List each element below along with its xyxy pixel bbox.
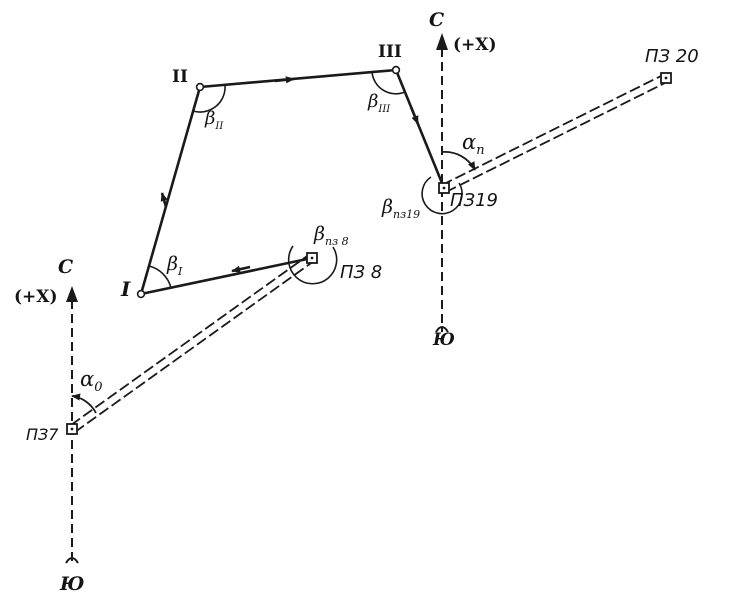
station-pz19-label: ПЗ19	[450, 190, 498, 211]
arrow-icon	[409, 106, 420, 125]
angle-alpha-n-label: αп	[462, 130, 485, 158]
vertex-3-label: III	[378, 42, 402, 62]
south-mark-icon	[435, 326, 449, 333]
leg-pz8-1	[140, 256, 313, 296]
arrow-icon	[231, 265, 251, 273]
angle-beta-3-label: βIII	[367, 91, 391, 115]
angle-beta-1-label: βI	[166, 253, 183, 278]
station-pz8-marker	[306, 252, 318, 264]
arc-beta-1	[148, 265, 172, 289]
angle-beta-2-label: βII	[204, 108, 224, 132]
north-label-left: С	[58, 256, 73, 278]
vertex-2-marker	[195, 82, 205, 92]
station-pz7-marker	[66, 423, 78, 435]
leg-3-pz19	[394, 69, 446, 189]
vertex-1-marker	[136, 289, 146, 299]
station-pz8-label: ПЗ 8	[340, 262, 382, 283]
north-arrow-icon	[66, 286, 78, 302]
arc-alpha0	[71, 393, 97, 414]
leg-1-2	[139, 86, 202, 295]
arc-beta-3	[371, 71, 406, 95]
vertex-1-label: I	[120, 277, 131, 301]
angle-beta-pz19-label: βпз19	[381, 196, 420, 221]
station-pz19-marker	[438, 182, 450, 194]
arc-beta-pz8	[287, 245, 338, 285]
station-markers	[66, 65, 672, 435]
arrow-icon	[274, 76, 295, 84]
direction-arrows	[160, 76, 420, 273]
angle-alpha0-label: α0	[80, 367, 102, 395]
vertex-2-label: II	[172, 67, 188, 87]
angle-beta-pz8-label: βпз 8	[313, 223, 349, 248]
arc-alpha-n	[441, 151, 476, 171]
base-side-pz19-pz20	[441, 73, 668, 193]
arc-beta-2	[192, 84, 226, 113]
station-pz20-marker	[660, 72, 672, 84]
base-side-pz7-pz8	[70, 253, 315, 433]
arrow-icon	[160, 192, 168, 208]
arc-beta-pz19	[421, 176, 463, 215]
x-direction-label-right: (+X)	[453, 35, 497, 55]
angle-arcs	[71, 71, 476, 414]
station-pz7-label: ПЗ7	[26, 425, 59, 444]
station-pz20-label: ПЗ 20	[645, 46, 699, 67]
south-label-right: Ю	[432, 330, 455, 350]
north-label-right: С	[429, 9, 444, 31]
south-mark-icon	[65, 557, 79, 564]
x-direction-label-left: (+X)	[14, 287, 58, 307]
vertex-3-marker	[391, 65, 401, 75]
traverse-legs	[139, 68, 446, 296]
south-label-left: Ю	[59, 573, 84, 592]
north-arrow-icon	[436, 33, 448, 50]
leg-2-3	[199, 68, 397, 89]
